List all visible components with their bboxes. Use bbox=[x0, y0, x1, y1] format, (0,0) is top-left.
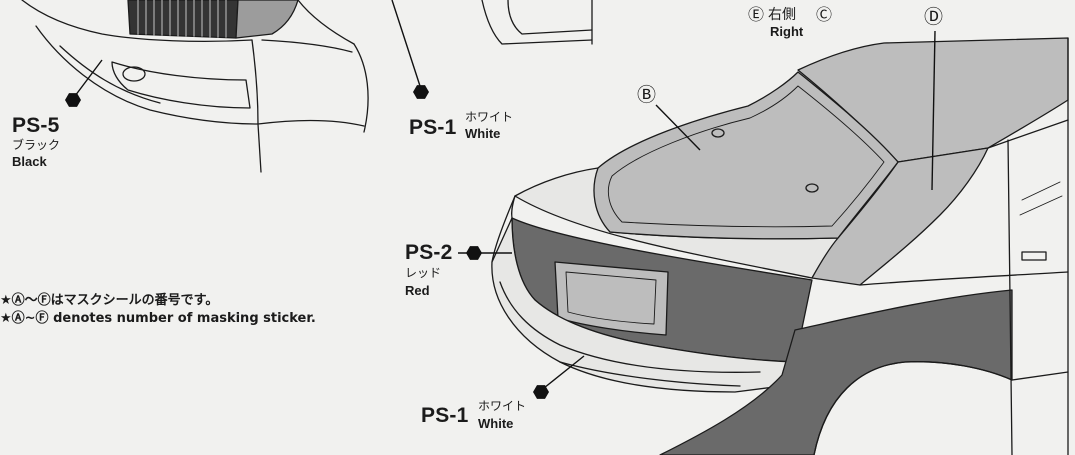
door-handle bbox=[1021, 251, 1047, 261]
paint-code: PS-1 bbox=[421, 404, 469, 427]
front-side-edge bbox=[251, 39, 259, 125]
front-bumper-crease bbox=[59, 45, 161, 104]
c-pillar-d bbox=[811, 147, 989, 286]
side-label-en: Right bbox=[770, 24, 804, 39]
side-body-fragment bbox=[481, 0, 593, 45]
front-fender-edge bbox=[297, 0, 355, 45]
paint-name-en: White bbox=[478, 416, 514, 431]
note-en: ★Ⓐ~Ⓕ denotes number of masking sticker. bbox=[0, 311, 316, 326]
leader-line-ps5 bbox=[74, 59, 103, 97]
rear-car-body bbox=[491, 37, 1069, 455]
leader-line-ps1-top bbox=[391, 0, 421, 87]
front-bumper-lower-edge bbox=[35, 25, 259, 125]
front-lower-side bbox=[257, 123, 262, 173]
rear-quarter-left bbox=[491, 195, 516, 263]
b-pillar-line bbox=[1007, 139, 1013, 455]
paint-name-en: Black bbox=[12, 154, 47, 169]
paint-name-jp: ホワイト bbox=[478, 399, 527, 413]
hexagon-marker-icon bbox=[65, 93, 81, 107]
window-reflection bbox=[1019, 195, 1063, 216]
sticker-mark-e: Ⓔ bbox=[748, 5, 765, 24]
sticker-mark-c: Ⓒ bbox=[816, 5, 833, 24]
rear-bumper-crease bbox=[499, 281, 761, 373]
front-sill-edge bbox=[257, 119, 365, 127]
paint-name-jp: レッド bbox=[405, 266, 442, 280]
paint-name-jp: ホワイト bbox=[465, 110, 514, 124]
paint-name-en: White bbox=[465, 126, 501, 141]
leader-line-d bbox=[931, 30, 936, 191]
side-sill-edge bbox=[481, 0, 593, 45]
paint-code: PS-2 bbox=[405, 241, 453, 264]
paint-code: PS-1 bbox=[409, 116, 457, 139]
front-side-upper bbox=[261, 39, 353, 53]
antenna-hole bbox=[805, 183, 819, 193]
window-reflection bbox=[1021, 181, 1061, 201]
paint-name-en: Red bbox=[405, 283, 430, 298]
rear-window-b bbox=[593, 71, 899, 240]
hexagon-marker-icon bbox=[413, 85, 429, 99]
front-air-intake bbox=[111, 61, 251, 109]
side-sill-line bbox=[1011, 371, 1069, 381]
fog-lamp bbox=[122, 66, 146, 82]
side-door-edge bbox=[507, 0, 593, 35]
leader-line-b bbox=[655, 104, 701, 151]
license-plate-inner bbox=[565, 271, 657, 325]
hexagon-marker-icon bbox=[466, 246, 482, 260]
antenna-hole bbox=[711, 128, 725, 138]
headlight bbox=[235, 0, 299, 39]
leader-line-ps1-bottom bbox=[543, 355, 585, 389]
sticker-mark-b: Ⓑ bbox=[637, 84, 657, 106]
hexagon-marker-icon bbox=[533, 385, 549, 399]
paint-name-jp: ブラック bbox=[12, 138, 61, 152]
rear-window-inner-line bbox=[607, 85, 885, 228]
side-belt-line bbox=[859, 271, 1069, 286]
sticker-mark-d: Ⓓ bbox=[924, 6, 944, 28]
paint-markers bbox=[65, 85, 549, 399]
side-label-jp: 右側 bbox=[768, 7, 796, 23]
side-upper-line bbox=[987, 119, 1069, 149]
note-jp: ★Ⓐ～Ⓕはマスクシールの番号です。 bbox=[0, 293, 219, 308]
grille-slats bbox=[137, 0, 227, 38]
front-grille bbox=[127, 0, 239, 39]
rear-wheel-arch bbox=[813, 361, 1013, 455]
rear-bumper-lower bbox=[559, 361, 741, 387]
front-car-body bbox=[21, 0, 369, 173]
paint-code: PS-5 bbox=[12, 114, 60, 137]
front-wheel-arch bbox=[353, 43, 369, 133]
front-bumper-upper-edge bbox=[21, 0, 253, 42]
